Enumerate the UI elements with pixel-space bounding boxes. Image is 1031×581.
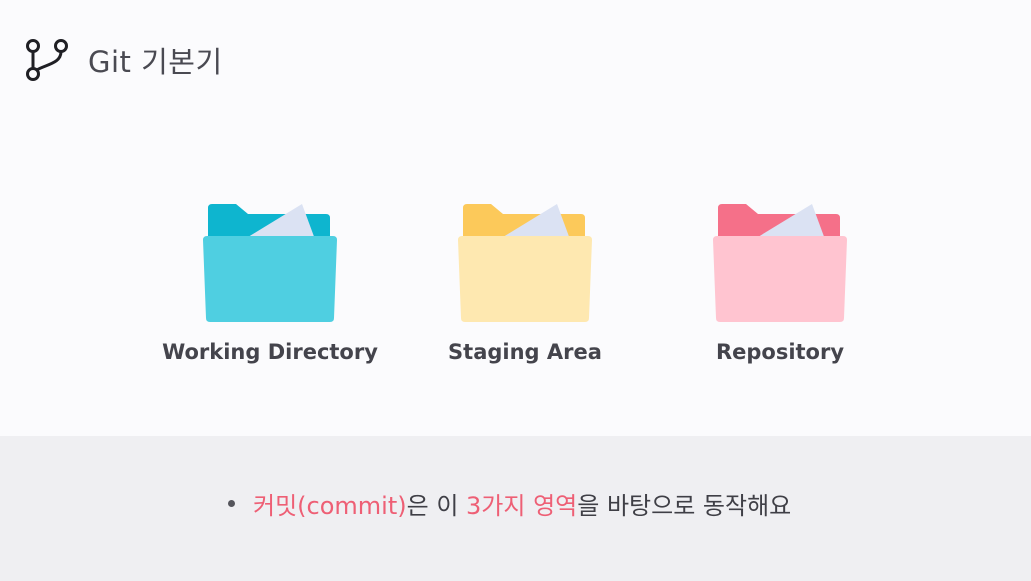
- caption-band: [0, 436, 1031, 581]
- folder-body: [713, 236, 847, 322]
- folder-label-repository: Repository: [715, 340, 845, 364]
- caption-highlight-commit: 커밋(commit): [253, 492, 407, 520]
- folder-body: [458, 236, 592, 322]
- staging-area-folder-icon: [455, 200, 595, 330]
- git-branch-icon: [26, 39, 68, 81]
- repository-folder-icon: [710, 200, 850, 330]
- slide-header: Git 기본기: [24, 36, 223, 84]
- caption-text-2: 을 바탕으로 동작해요: [577, 492, 792, 520]
- folder-body: [203, 236, 337, 322]
- folder-label-staging-area: Staging Area: [448, 340, 602, 364]
- working-directory-folder-icon: [200, 200, 340, 330]
- caption-text-1: 은 이: [406, 492, 467, 520]
- page-title: Git 기본기: [88, 45, 223, 79]
- bullet-dot-icon: [228, 500, 235, 507]
- slide-stage: Git 기본기 Working Directory Staging Area R…: [24, 36, 850, 364]
- folder-label-working-directory: Working Directory: [162, 340, 378, 364]
- caption-highlight-areas: 3가지 영역: [466, 492, 578, 520]
